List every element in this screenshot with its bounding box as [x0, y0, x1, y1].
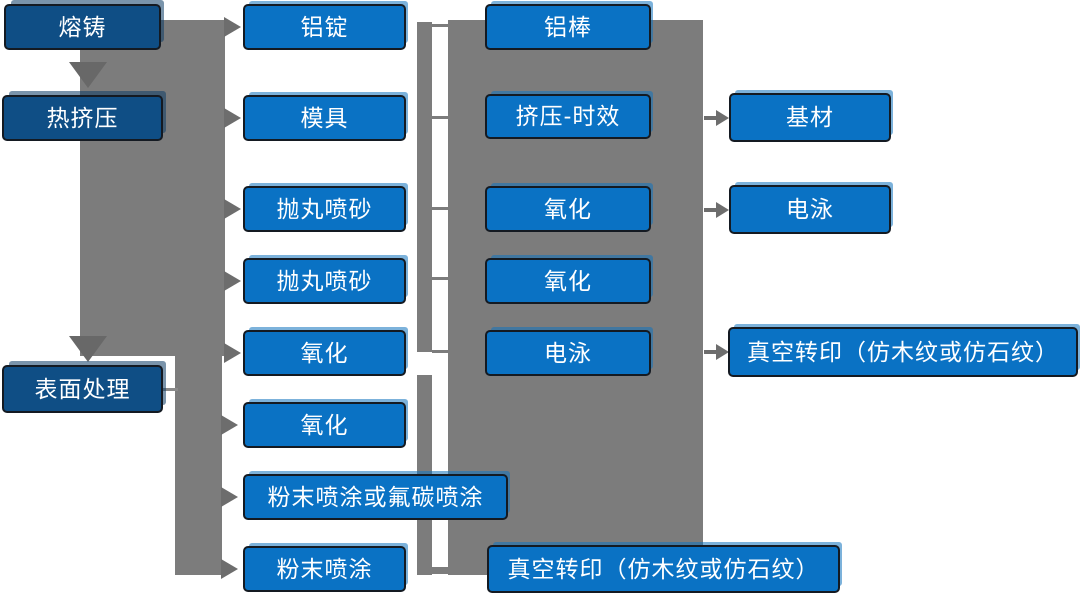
node-oxidation-2: 氧化	[243, 402, 406, 448]
node-powder-or-fluorocarbon-coating: 粉末喷涂或氟碳喷涂	[243, 474, 508, 520]
node-mold: 模具	[243, 95, 406, 141]
arrow-right-row7-icon	[221, 487, 238, 507]
arrow-right-row1-icon	[224, 17, 241, 37]
arrow-right-row5-icon	[224, 343, 241, 363]
surface-treatment-link-line	[161, 388, 178, 391]
node-surface-treatment: 表面处理	[2, 365, 163, 413]
mid-stub-row3	[432, 207, 448, 210]
mid-stub-row1	[432, 24, 448, 27]
node-electrophoresis-1: 电泳	[485, 330, 651, 376]
node-vacuum-transfer-print-1: 真空转印（仿木纹或仿石纹）	[487, 545, 840, 593]
node-shot-blast-sandblast-2: 抛丸喷砂	[243, 258, 406, 304]
node-oxidation-1: 氧化	[243, 330, 406, 376]
arrow-to-vacuum-transfer-icon	[716, 344, 729, 360]
arrow-to-electrophoresis-icon	[716, 202, 729, 218]
left-narrow-connector-band	[175, 356, 222, 575]
node-base-material: 基材	[729, 93, 891, 142]
node-vacuum-transfer-print-2: 真空转印（仿木纹或仿石纹）	[728, 327, 1078, 377]
node-melt-casting: 熔铸	[4, 4, 161, 50]
mid-stub-row5	[432, 350, 448, 353]
arrow-right-row8-icon	[221, 559, 238, 579]
node-extrusion-aging: 挤压-时效	[485, 94, 651, 139]
arrow-right-row6-icon	[221, 415, 238, 435]
mid-stub-row4	[432, 277, 448, 280]
mid-stub-row8	[432, 567, 448, 574]
node-powder-coating: 粉末喷涂	[243, 546, 406, 592]
arrow-to-base-material-icon	[716, 110, 729, 126]
node-aluminum-rod: 铝棒	[485, 4, 651, 50]
node-electrophoresis-2: 电泳	[729, 185, 891, 234]
node-hot-extrusion: 热挤压	[2, 95, 163, 141]
arrow-right-row3-icon	[224, 199, 241, 219]
node-oxidation-3: 氧化	[485, 186, 651, 232]
arrow-to-base-material-stem	[704, 116, 718, 120]
arrow-to-vacuum-transfer-stem	[704, 350, 718, 354]
node-aluminum-ingot: 铝锭	[243, 4, 406, 50]
arrow-right-row2-icon	[224, 108, 241, 128]
mid-connector-bar-upper	[417, 22, 432, 352]
arrow-right-row4-icon	[224, 271, 241, 291]
arrow-down-to-hot-extrusion-icon	[69, 62, 107, 88]
node-oxidation-4: 氧化	[485, 258, 651, 304]
arrow-to-electrophoresis-stem	[704, 208, 718, 212]
mid-stub-row2	[432, 116, 448, 119]
arrow-down-to-surface-treatment-icon	[69, 336, 107, 362]
node-shot-blast-sandblast-1: 抛丸喷砂	[243, 186, 406, 232]
